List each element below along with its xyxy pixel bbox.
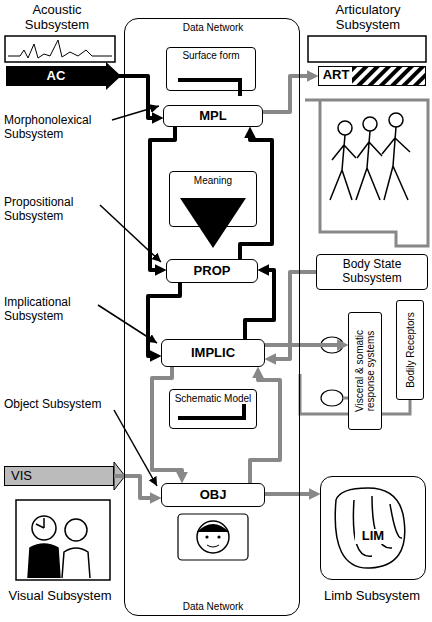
surface-form-arrow — [178, 80, 240, 96]
node-heading: ART — [321, 68, 351, 83]
data-flow-arrow — [274, 272, 316, 359]
walking-figures — [356, 131, 382, 200]
schematic-model-arrow — [178, 404, 244, 418]
node-text: VIS — [11, 469, 51, 484]
visual-scene — [62, 548, 90, 578]
walking-figures — [305, 100, 428, 246]
acoustic-waveform — [5, 36, 121, 90]
meaning-triangle — [180, 198, 246, 248]
visual-scene — [65, 519, 87, 541]
node-text: Acoustic Subsystem — [7, 3, 107, 33]
node-text: MPL — [164, 106, 262, 126]
mpl-box: MPL — [163, 105, 263, 127]
limb-blob — [353, 496, 402, 556]
visual-scene — [16, 500, 110, 580]
node-text: Visceral & somatic response systems — [349, 313, 381, 429]
acoustic-waveform — [5, 36, 115, 62]
data-flow-arrow — [263, 76, 309, 112]
node-text: IMPLIC — [162, 340, 264, 366]
limb-blob — [335, 488, 405, 568]
walking-figures — [363, 117, 377, 131]
node-text: Meaning — [170, 175, 256, 187]
data-flow-arrow — [240, 136, 272, 259]
node-text: Body State Subsystem — [317, 255, 427, 289]
node-text: Schematic Model — [170, 393, 256, 405]
object-face — [217, 535, 220, 538]
node-heading: Data Network — [125, 601, 301, 613]
walking-figures — [338, 121, 352, 135]
node-heading: AC — [7, 67, 105, 85]
meaning-box: Meaning — [169, 171, 257, 227]
data-flow-arrow — [250, 376, 280, 483]
vis-box: VISVisual Subsystem — [4, 466, 114, 486]
articulatory-box: Articulatory SubsystemART — [318, 66, 426, 86]
data-flow-arrow — [106, 76, 154, 118]
node-heading: Limb Subsystem — [319, 589, 425, 604]
node-heading: Visual Subsystem — [5, 589, 115, 604]
bodily-receptors-box: Bodily Receptors — [396, 300, 424, 400]
subsystem-callout: Morphonolexical Subsystem — [4, 114, 112, 142]
object-face — [178, 514, 248, 560]
visual-scene — [28, 544, 60, 578]
subsystem-callout: Implicational Subsystem — [4, 296, 112, 324]
data-network: Data NetworkData NetworkSurface formMPLM… — [124, 18, 300, 616]
visual-scene — [36, 518, 44, 528]
node-text: Surface form — [167, 50, 255, 62]
subsystem-callout: Object Subsystem — [4, 398, 114, 412]
articulatory-panel — [308, 36, 426, 62]
data-flow-arrow — [150, 127, 175, 270]
meaning-triangle — [180, 198, 246, 248]
data-flow-arrow — [152, 367, 182, 474]
walking-figures — [330, 135, 356, 200]
object-face — [207, 545, 219, 547]
subsystem-callout: Propositional Subsystem — [4, 196, 112, 224]
node-text: Data Network — [125, 22, 301, 34]
object-face — [178, 514, 248, 560]
walking-figures — [305, 100, 428, 246]
limb-box: LIMLimb Subsystem — [320, 476, 426, 580]
data-flow-arrow — [114, 476, 152, 498]
node-text: OBJ — [162, 484, 264, 506]
response-ellipses — [321, 390, 343, 406]
surface-form-box: Surface form — [166, 47, 256, 91]
node-text: PROP — [167, 260, 257, 282]
object-face — [197, 524, 229, 532]
obj-box: OBJ — [161, 483, 265, 507]
acoustic-waveform — [8, 40, 112, 58]
visceral-somatic-box: Visceral & somatic response systems — [348, 312, 382, 430]
implic-box: IMPLIC — [161, 339, 265, 367]
visual-scene — [16, 500, 110, 580]
prop-box: PROP — [166, 259, 258, 283]
walking-figures — [389, 113, 403, 127]
data-flow-arrow — [265, 492, 311, 496]
walking-figures — [382, 127, 410, 200]
schematic-model-box: Schematic Model — [169, 389, 257, 429]
schematic-model-arrow — [178, 404, 244, 418]
body-state-box: Body State Subsystem — [316, 254, 428, 290]
articulatory-panel — [308, 36, 426, 85]
acoustic-box: Acoustic SubsystemAC — [6, 66, 106, 86]
object-face — [205, 535, 208, 538]
node-text: Articulatory Subsystem — [309, 3, 427, 33]
limb-blob — [335, 488, 405, 568]
articulatory-panel — [352, 67, 425, 85]
node-text: Bodily Receptors — [397, 301, 423, 399]
object-face — [197, 521, 229, 553]
surface-form-arrow — [178, 80, 240, 96]
visual-scene — [32, 516, 56, 540]
node-text: LIM — [355, 529, 391, 544]
data-flow-arrow — [265, 343, 339, 347]
